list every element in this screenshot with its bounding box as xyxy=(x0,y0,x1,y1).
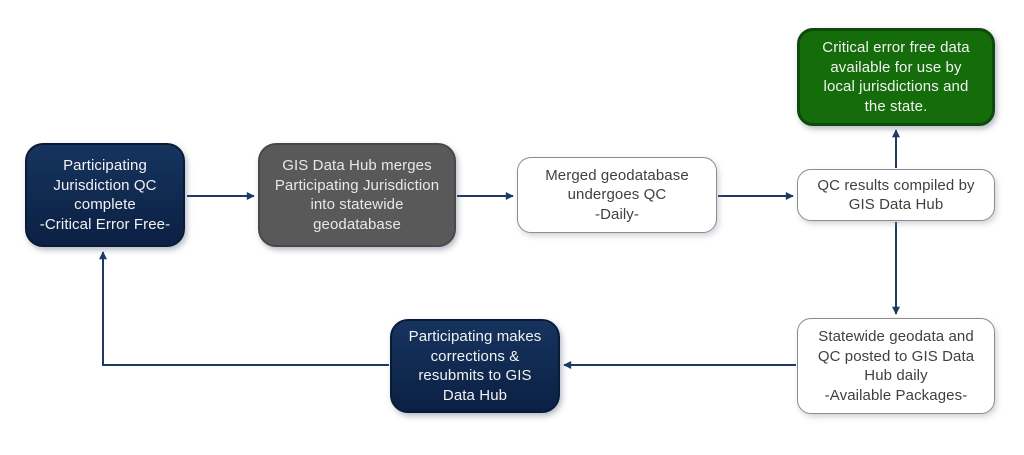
node-label: GIS Data Hub merges Participating Jurisd… xyxy=(274,157,440,233)
node-participating-jurisdiction-qc-complete: Participating Jurisdiction QC complete -… xyxy=(25,143,185,247)
node-label: Participating makes corrections & resubm… xyxy=(408,328,542,404)
node-critical-error-free-data: Critical error free data available for u… xyxy=(797,28,995,126)
node-label: QC results compiled by GIS Data Hub xyxy=(817,176,975,214)
arrow-corrections-to-pj xyxy=(99,251,389,366)
node-label: Statewide geodata and QC posted to GIS D… xyxy=(817,328,975,404)
node-merged-geodatabase-qc-daily: Merged geodatabase undergoes QC -Daily- xyxy=(517,157,717,233)
node-participating-makes-corrections: Participating makes corrections & resubm… xyxy=(390,319,560,413)
node-label: Participating Jurisdiction QC complete -… xyxy=(39,157,171,233)
node-qc-results-compiled: QC results compiled by GIS Data Hub xyxy=(797,169,995,221)
node-label: Critical error free data available for u… xyxy=(822,39,970,115)
node-gis-data-hub-merges: GIS Data Hub merges Participating Jurisd… xyxy=(258,143,456,247)
node-statewide-geodata-posted: Statewide geodata and QC posted to GIS D… xyxy=(797,318,995,414)
node-label: Merged geodatabase undergoes QC -Daily- xyxy=(545,166,689,223)
